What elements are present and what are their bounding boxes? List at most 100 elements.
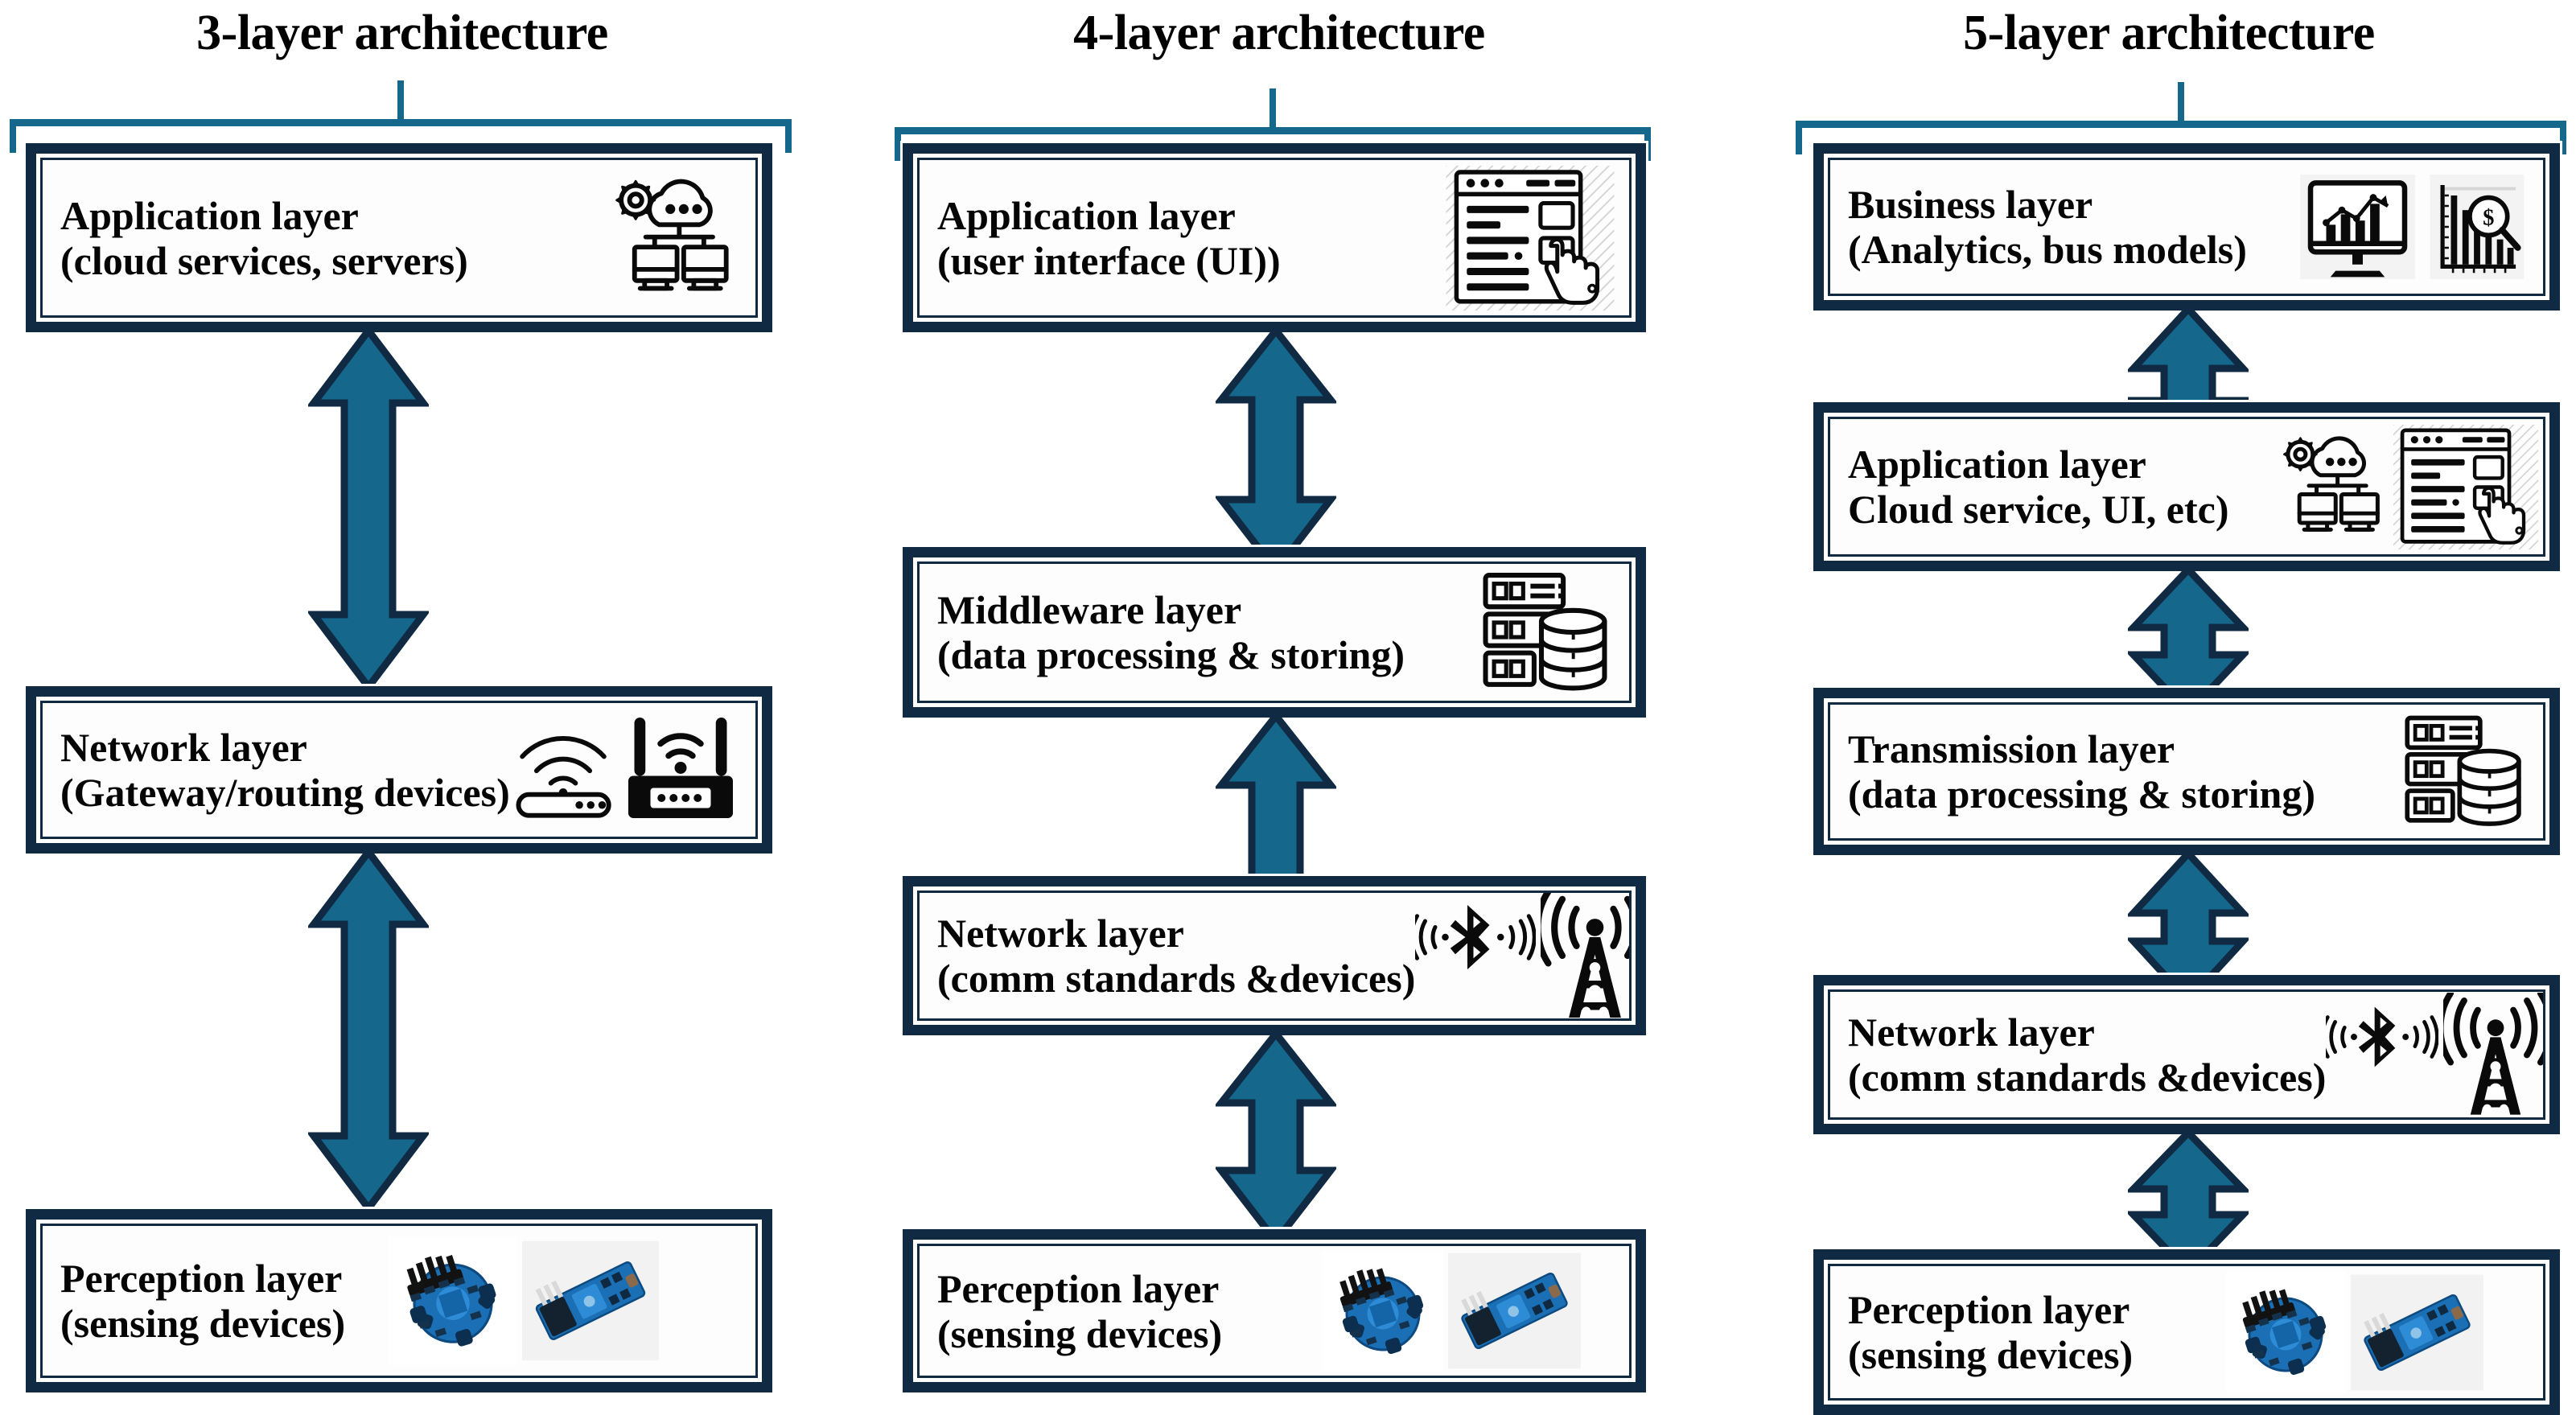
bracket-leg-left <box>10 119 16 153</box>
layer-art-application <box>2229 419 2544 554</box>
layer-art-application <box>468 160 755 315</box>
bracket-stem <box>2178 82 2184 122</box>
layer-label-line1: Application layer <box>60 192 359 238</box>
layer-art-business: $ <box>2247 160 2543 294</box>
layer-label-middleware: Middleware layer (data processing & stor… <box>920 587 1405 677</box>
radio-tower-icon <box>1541 893 1629 1018</box>
bracket-leg-right <box>2560 121 2566 154</box>
layer-label-line2: (data processing & storing) <box>1848 771 2316 817</box>
bracket-leg-left <box>1796 121 1802 154</box>
layer-art-middleware <box>1405 564 1629 701</box>
layer-label-line2: (sensing devices) <box>937 1310 1223 1356</box>
cloud-gear-servers-icon <box>615 179 729 290</box>
layer-label-line2: (comm standards &devices) <box>937 956 1416 1001</box>
sensor-module-round-icon <box>2225 1272 2346 1392</box>
layer-box-inner: Transmission layer (data processing & st… <box>1828 702 2545 841</box>
svg-text:$: $ <box>2483 205 2494 230</box>
column-title-four-layer: 4-layer architecture <box>1073 6 1485 60</box>
layer-label-line1: Business layer <box>1848 182 2093 227</box>
connector-arrow-1 <box>308 326 429 692</box>
layer-label-line1: Application layer <box>937 192 1236 238</box>
layer-art-application <box>1281 160 1629 315</box>
sensor-module-round-icon <box>389 1236 517 1365</box>
layer-box-inner: Application layer (cloud services, serve… <box>40 158 758 318</box>
layer-label-line1: Network layer <box>60 725 307 770</box>
bracket-leg-right <box>785 119 792 153</box>
layer-art-network <box>510 703 755 837</box>
layer-label-line2: (sensing devices) <box>60 1301 346 1346</box>
ui-window-hand-icon <box>1446 165 1615 311</box>
layer-box-transmission[interactable]: Transmission layer (data processing & st… <box>1813 688 2560 855</box>
layer-label-line2: Cloud service, UI, etc) <box>1848 487 2229 532</box>
layer-label-application: Application layer (cloud services, serve… <box>43 193 468 283</box>
server-database-icon <box>2405 715 2521 826</box>
layer-label-line2: (sensing devices) <box>1848 1332 2134 1377</box>
bracket-stem <box>1269 88 1276 129</box>
analytics-monitor-icon <box>2300 175 2415 279</box>
layer-box-inner: Application layer (user interface (UI)) <box>917 158 1632 318</box>
layer-art-transmission <box>2315 705 2543 838</box>
column-five-layer: 5-layer architecture Business layer (Ana… <box>1762 0 2576 1415</box>
layer-box-application[interactable]: Application layer (cloud services, serve… <box>26 143 772 332</box>
layer-box-application[interactable]: Application layer Cloud service, UI, etc… <box>1813 402 2560 571</box>
bracket-leg-right <box>1644 127 1651 161</box>
bracket-bar <box>895 127 1651 134</box>
connector-arrow-1 <box>1216 326 1336 575</box>
layer-box-perception[interactable]: Perception layer (sensing devices) <box>26 1209 772 1392</box>
layer-label-line2: (Gateway/routing devices) <box>60 770 510 815</box>
bracket-bar <box>1796 121 2566 128</box>
layer-art-perception <box>345 1226 755 1376</box>
layer-label-business: Business layer (Analytics, bus models) <box>1830 182 2247 272</box>
layer-label-application: Application layer Cloud service, UI, etc… <box>1830 442 2229 532</box>
wifi-router-icon <box>628 718 733 818</box>
layer-box-inner: Network layer (Gateway/routing devices) <box>40 701 758 839</box>
layer-box-inner: Network layer (comm standards &devices) <box>917 891 1632 1021</box>
layer-label-line1: Transmission layer <box>1848 726 2175 771</box>
ui-window-hand-icon <box>2393 424 2538 549</box>
layer-box-inner: Network layer (comm standards &devices) <box>1828 989 2545 1120</box>
layer-label-line1: Middleware layer <box>937 587 1242 632</box>
layer-label-line2: (comm standards &devices) <box>1848 1055 2327 1100</box>
layer-label-line2: (user interface (UI)) <box>937 237 1281 283</box>
radio-tower-icon <box>2443 992 2543 1115</box>
column-title-three-layer: 3-layer architecture <box>196 6 608 60</box>
layer-box-inner: Middleware layer (data processing & stor… <box>917 561 1632 703</box>
layer-label-transmission: Transmission layer (data processing & st… <box>1830 726 2315 817</box>
layer-box-business[interactable]: Business layer (Analytics, bus models) <box>1813 143 2560 311</box>
bracket-stem <box>397 80 404 121</box>
cloud-gear-servers-icon <box>2283 436 2380 532</box>
layer-label-perception: Perception layer (sensing devices) <box>920 1266 1222 1356</box>
layer-label-application: Application layer (user interface (UI)) <box>920 193 1281 283</box>
layer-label-line1: Perception layer <box>1848 1287 2130 1332</box>
layer-label-line2: (data processing & storing) <box>937 632 1405 677</box>
layer-box-application[interactable]: Application layer (user interface (UI)) <box>903 143 1646 332</box>
layer-art-perception <box>1222 1246 1629 1376</box>
layer-box-perception[interactable]: Perception layer (sensing devices) <box>1813 1249 2560 1415</box>
layer-box-inner: Perception layer (sensing devices) <box>1828 1264 2545 1401</box>
sensor-module-round-icon <box>1323 1250 1443 1372</box>
sensor-module-board-icon <box>1448 1253 1581 1369</box>
layer-box-inner: Business layer (Analytics, bus models) <box>1828 158 2545 296</box>
financial-chart-icon: $ <box>2430 175 2525 279</box>
layer-label-line2: (Analytics, bus models) <box>1848 227 2247 272</box>
sensor-module-board-icon <box>522 1240 659 1361</box>
layer-art-network <box>1415 893 1629 1018</box>
server-database-icon <box>1483 573 1607 691</box>
layer-label-line2: (cloud services, servers) <box>60 237 468 283</box>
wifi-access-point-icon <box>516 736 611 818</box>
layer-label-network: Network layer (comm standards &devices) <box>1830 1010 2326 1100</box>
layer-label-network: Network layer (comm standards &devices) <box>920 911 1415 1001</box>
layer-art-perception <box>2133 1266 2543 1398</box>
layer-box-network[interactable]: Network layer (comm standards &devices) <box>903 876 1646 1035</box>
bluetooth-signal-icon <box>1415 905 1537 969</box>
bluetooth-signal-icon <box>2326 1006 2439 1067</box>
layer-box-inner: Perception layer (sensing devices) <box>40 1224 758 1378</box>
bracket-leg-left <box>895 127 901 161</box>
layer-box-network[interactable]: Network layer (comm standards &devices) <box>1813 975 2560 1134</box>
layer-box-perception[interactable]: Perception layer (sensing devices) <box>903 1229 1646 1392</box>
layer-box-network[interactable]: Network layer (Gateway/routing devices) <box>26 686 772 854</box>
layer-box-middleware[interactable]: Middleware layer (data processing & stor… <box>903 547 1646 718</box>
column-four-layer: 4-layer architecture Application layer (… <box>877 0 1681 1415</box>
layer-label-perception: Perception layer (sensing devices) <box>43 1256 345 1346</box>
